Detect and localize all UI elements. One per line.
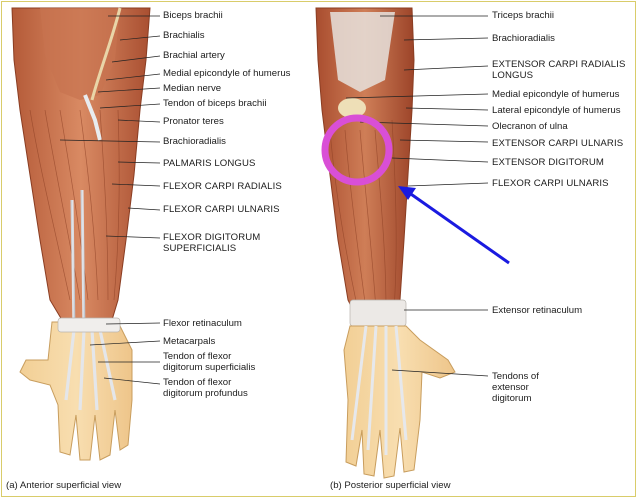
label-brachialis: Brachialis [163, 30, 205, 41]
olecranon-shape [338, 98, 366, 118]
anterior-hand-shape [19, 321, 133, 461]
label-tendons-extensor-line2: extensor [492, 382, 529, 393]
label-lateral-epicondyle: Lateral epicondyle of humerus [492, 105, 621, 116]
label-extensor-digitorum: EXTENSOR DIGITORUM [492, 157, 604, 168]
label-ecrl-line1: EXTENSOR CARPI RADIALIS [492, 59, 626, 70]
label-flexor-carpi-ulnaris-posterior: FLEXOR CARPI ULNARIS [492, 178, 609, 189]
label-flexor-digitorum-line2: SUPERFICIALIS [163, 243, 237, 254]
highlight-circle [321, 114, 393, 186]
label-flexor-retinaculum: Flexor retinaculum [163, 318, 242, 329]
label-ecrl-line2: LONGUS [492, 70, 534, 81]
label-olecranon: Olecranon of ulna [492, 121, 568, 132]
anterior-arm-illustration [11, 7, 151, 461]
biceps-tendon-shape [83, 94, 102, 141]
flexor-retinaculum-shape [57, 317, 121, 333]
label-triceps-brachii: Triceps brachii [492, 10, 555, 21]
brachial-artery-shape [90, 7, 122, 101]
label-medial-epicondyle: Medial epicondyle of humerus [163, 68, 291, 79]
label-tendon-fdp-line1: Tendon of flexor [163, 377, 232, 388]
caption-anterior: (a) Anterior superficial view [6, 480, 122, 491]
label-median-nerve: Median nerve [163, 83, 222, 94]
label-flexor-digitorum-line1: FLEXOR DIGITORUM [163, 232, 261, 243]
label-flexor-carpi-ulnaris: FLEXOR CARPI ULNARIS [163, 204, 280, 215]
caption-posterior: (b) Posterior superficial view [330, 480, 451, 491]
label-tendons-extensor-line1: Tendons of [492, 371, 539, 382]
label-medial-epicondyle-posterior: Medial epicondyle of humerus [492, 89, 620, 100]
posterior-hand-shape [343, 325, 456, 479]
label-extensor-retinaculum: Extensor retinaculum [492, 305, 583, 316]
label-brachioradialis-posterior: Brachioradialis [492, 33, 555, 44]
pointer-arrow [398, 186, 510, 265]
label-tendon-fds-line1: Tendon of flexor [163, 351, 232, 362]
label-tendons-extensor-line3: digitorum [492, 393, 532, 404]
label-extensor-carpi-ulnaris: EXTENSOR CARPI ULNARIS [492, 138, 624, 149]
label-biceps-brachii: Biceps brachii [163, 10, 223, 21]
label-brachial-artery: Brachial artery [163, 50, 225, 61]
posterior-leader-lines [345, 15, 489, 377]
label-tendon-biceps: Tendon of biceps brachii [163, 98, 267, 109]
label-pronator-teres: Pronator teres [163, 116, 224, 127]
label-tendon-fds-line2: digitorum superficialis [163, 362, 256, 373]
posterior-arm-illustration [315, 7, 456, 479]
label-brachioradialis: Brachioradialis [163, 136, 226, 147]
anterior-leader-lines [59, 15, 161, 385]
label-flexor-carpi-radialis: FLEXOR CARPI RADIALIS [163, 181, 282, 192]
label-palmaris-longus: PALMARIS LONGUS [163, 158, 256, 169]
triceps-tendon-shape [330, 12, 395, 92]
label-tendon-fdp-line2: digitorum profundus [163, 388, 248, 399]
extensor-retinaculum-shape [349, 299, 407, 327]
label-metacarpals: Metacarpals [163, 336, 216, 347]
